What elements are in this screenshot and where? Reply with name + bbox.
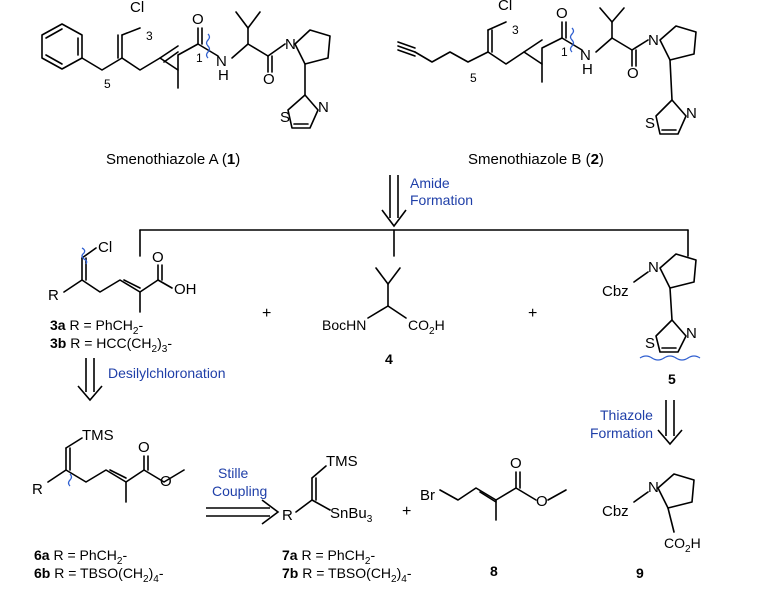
atom-o: O bbox=[160, 473, 172, 490]
fragment-3-structure bbox=[63, 247, 173, 313]
fragment-6-structure bbox=[47, 437, 185, 503]
atom-o: O bbox=[138, 439, 150, 456]
atom-co2h: CO2H bbox=[408, 317, 445, 337]
atom-r: R bbox=[48, 287, 59, 304]
fragment-4-structure bbox=[367, 267, 407, 319]
compound-1-label: Smenothiazole A (1) bbox=[106, 151, 240, 168]
compound-6a-label: 6a R = PhCH2- bbox=[34, 547, 127, 567]
atom-s: S bbox=[280, 109, 290, 126]
atom-r: R bbox=[282, 507, 293, 524]
fragment-8-structure bbox=[439, 471, 567, 521]
atom-o: O bbox=[192, 11, 204, 28]
step-amide-2: Formation bbox=[410, 192, 473, 208]
atom-cl: Cl bbox=[130, 0, 144, 16]
step-thiazole-2: Formation bbox=[590, 425, 653, 441]
plus-sign: + bbox=[402, 503, 411, 520]
atom-n: N bbox=[648, 479, 659, 496]
atom-br: Br bbox=[420, 487, 435, 504]
atom-oh: OH bbox=[174, 281, 197, 298]
step-stille-2: Coupling bbox=[212, 483, 267, 499]
fragment-9-structure bbox=[633, 473, 695, 533]
atom-o: O bbox=[556, 5, 568, 22]
label-c1: 1 bbox=[561, 45, 568, 59]
atom-n: N bbox=[285, 36, 296, 53]
compound-5-label: 5 bbox=[668, 371, 676, 387]
atom-bochn: BocHN bbox=[322, 317, 366, 333]
atom-n: N bbox=[686, 105, 697, 122]
atom-o: O bbox=[152, 249, 164, 266]
retro-arrow-thiazole bbox=[657, 400, 683, 446]
smenothiazole-b-structure bbox=[397, 7, 697, 135]
atom-cbz: Cbz bbox=[602, 503, 629, 520]
atom-o: O bbox=[536, 493, 548, 510]
label-c5: 5 bbox=[470, 71, 477, 85]
label-c3: 3 bbox=[146, 29, 153, 43]
plus-sign: + bbox=[262, 305, 271, 322]
atom-co2h: CO2H bbox=[664, 535, 701, 555]
step-desilyl: Desilylchloronation bbox=[108, 365, 226, 381]
atom-cl: Cl bbox=[98, 239, 112, 256]
atom-h: H bbox=[582, 61, 593, 78]
atom-n: N bbox=[648, 32, 659, 49]
atom-o: O bbox=[263, 71, 275, 88]
atom-r: R bbox=[32, 481, 43, 498]
plus-sign: + bbox=[528, 305, 537, 322]
step-thiazole-1: Thiazole bbox=[600, 407, 653, 423]
atom-cl: Cl bbox=[498, 0, 512, 14]
label-c1: 1 bbox=[196, 51, 203, 65]
atom-cbz: Cbz bbox=[602, 283, 629, 300]
atom-s: S bbox=[645, 115, 655, 132]
label-c5: 5 bbox=[104, 77, 111, 91]
retro-arrow-amide bbox=[381, 175, 407, 228]
atom-n: N bbox=[686, 325, 697, 342]
fragment-5-structure bbox=[633, 253, 701, 361]
fragment-7-structure bbox=[295, 465, 331, 513]
atom-n: N bbox=[580, 47, 591, 64]
atom-s: S bbox=[645, 335, 655, 352]
fragment-bracket bbox=[139, 229, 689, 257]
atom-n: N bbox=[648, 259, 659, 276]
atom-tms: TMS bbox=[326, 453, 358, 470]
atom-o: O bbox=[510, 455, 522, 472]
smenothiazole-a-structure bbox=[41, 11, 331, 129]
compound-3a-label: 3a R = PhCH2- bbox=[50, 317, 143, 337]
compound-2-label: Smenothiazole B (2) bbox=[468, 151, 604, 168]
atom-h: H bbox=[218, 67, 229, 84]
retro-arrow-stille bbox=[206, 499, 280, 525]
compound-4-label: 4 bbox=[385, 351, 393, 367]
atom-n: N bbox=[318, 99, 329, 116]
atom-snbu3: SnBu3 bbox=[330, 505, 373, 525]
compound-6b-label: 6b R = TBSO(CH2)4- bbox=[34, 565, 164, 585]
atom-tms: TMS bbox=[82, 427, 114, 444]
atom-o: O bbox=[627, 65, 639, 82]
compound-7a-label: 7a R = PhCH2- bbox=[282, 547, 375, 567]
compound-8-label: 8 bbox=[490, 563, 498, 579]
step-stille-1: Stille bbox=[218, 465, 249, 481]
atom-n: N bbox=[216, 53, 227, 70]
retro-arrow-desilyl bbox=[77, 358, 103, 402]
step-amide-1: Amide bbox=[410, 175, 450, 191]
label-c3: 3 bbox=[512, 23, 519, 37]
compound-3b-label: 3b R = HCC(CH2)3- bbox=[50, 335, 172, 355]
compound-9-label: 9 bbox=[636, 565, 644, 581]
compound-7b-label: 7b R = TBSO(CH2)4- bbox=[282, 565, 412, 585]
